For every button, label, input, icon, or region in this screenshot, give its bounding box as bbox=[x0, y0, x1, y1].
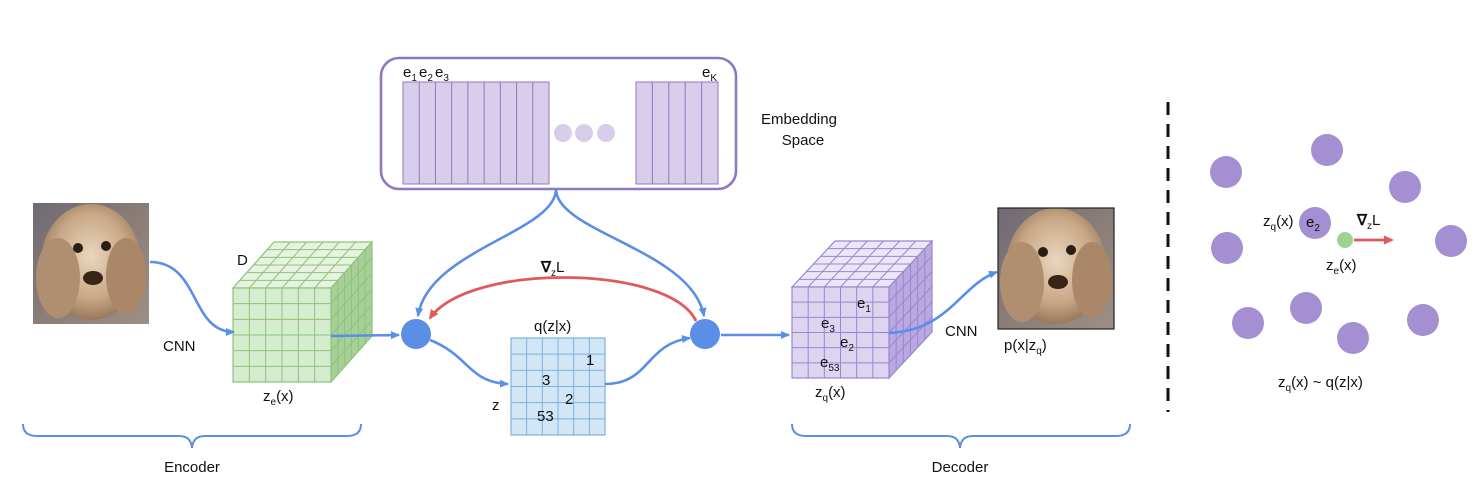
ze-point bbox=[1337, 232, 1353, 248]
output-dog-image bbox=[997, 207, 1115, 330]
quantizer-cell-2: 2 bbox=[565, 391, 573, 408]
right-e2-label: e2 bbox=[1306, 214, 1320, 234]
encoder-output-label: ze(x) bbox=[263, 388, 294, 408]
embedding-space-label-1: Embedding bbox=[761, 111, 837, 128]
arrow-node-to-quantizer bbox=[429, 338, 509, 388]
input-dog-image bbox=[33, 203, 149, 324]
embedding-e1: e1 bbox=[403, 64, 417, 84]
decoder-output-label: p(x|zq) bbox=[1004, 337, 1047, 357]
quantizer-cell-3: 3 bbox=[542, 372, 550, 389]
quantizer-cell-1: 1 bbox=[586, 352, 594, 369]
embedding-eK: eK bbox=[702, 64, 717, 84]
embedding-dots bbox=[1210, 134, 1467, 354]
arrow-image-to-encoder bbox=[149, 260, 235, 336]
right-gradient-label: ∇zL bbox=[1356, 212, 1380, 232]
decoder-cube-label: zq(x) bbox=[815, 384, 846, 404]
arrow-embedding-to-right-node bbox=[554, 188, 707, 317]
encoder-cnn-label: CNN bbox=[163, 338, 196, 355]
decoder-cnn-label: CNN bbox=[945, 323, 978, 340]
decoder-brace-label: Decoder bbox=[932, 459, 989, 476]
arrow-quantizer-to-node bbox=[604, 335, 691, 386]
embedding-left-block bbox=[402, 81, 550, 185]
quantizer-title: q(z|x) bbox=[534, 318, 571, 335]
quantizer-cell-53: 53 bbox=[537, 408, 554, 425]
decoder-cell-e53: e53 bbox=[820, 354, 840, 374]
left-node bbox=[401, 319, 431, 349]
arrow-embedding-to-left-node bbox=[415, 188, 558, 317]
arrow-decoder-to-image bbox=[888, 270, 998, 335]
gradient-label: ∇zL bbox=[540, 259, 564, 279]
right-caption: zq(x) ~ q(z|x) bbox=[1278, 374, 1363, 394]
arrow-encoder-to-node bbox=[330, 331, 400, 340]
encoder-brace bbox=[22, 423, 362, 449]
quantizer-grid bbox=[510, 337, 606, 436]
embedding-right-block bbox=[635, 81, 719, 185]
encoder-depth-label: D bbox=[237, 252, 248, 269]
right-ze-label: ze(x) bbox=[1326, 257, 1357, 277]
decoder-cell-e2: e2 bbox=[840, 334, 854, 354]
encoder-brace-label: Encoder bbox=[164, 459, 220, 476]
embedding-space: e1 e2 e3 eK Embedding Space bbox=[379, 56, 837, 191]
embedding-e2: e2 bbox=[419, 64, 433, 84]
right-panel: zq(x) e2 ∇zL ze(x) zq(x) ~ q(z|x) bbox=[1210, 134, 1467, 394]
encoder-cube bbox=[231, 240, 374, 384]
gradient-arrow bbox=[428, 276, 698, 322]
decoder-cell-e1: e1 bbox=[857, 295, 871, 315]
ellipsis-dots bbox=[554, 124, 615, 142]
decoder-cell-e3: e3 bbox=[821, 315, 835, 335]
right-node bbox=[690, 319, 720, 349]
decoder-brace bbox=[791, 423, 1131, 449]
right-zq-label: zq(x) bbox=[1263, 213, 1294, 233]
quantizer-z-label: z bbox=[492, 397, 500, 414]
embedding-e3: e3 bbox=[435, 64, 449, 84]
embedding-space-label-2: Space bbox=[782, 132, 825, 149]
